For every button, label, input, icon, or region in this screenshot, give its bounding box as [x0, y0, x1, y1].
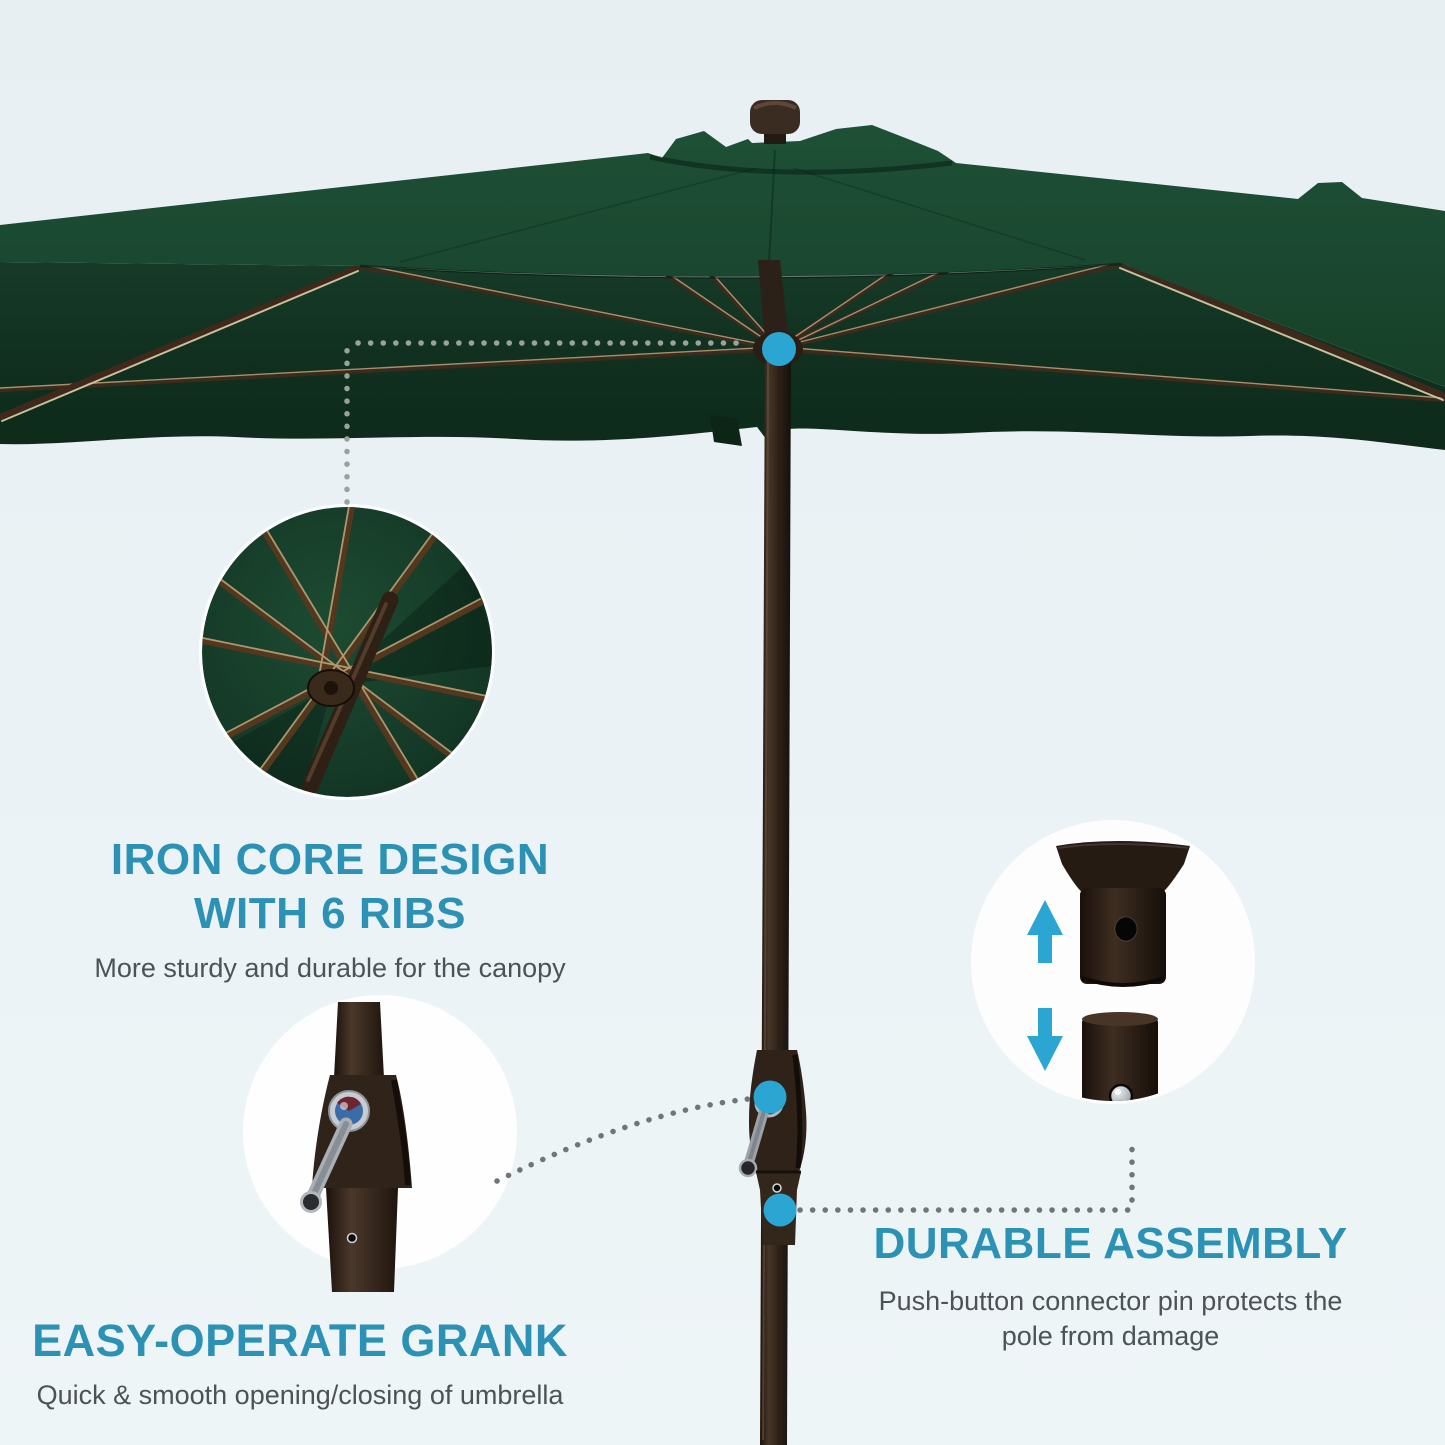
marker-dot-hub [762, 332, 796, 366]
canopy-panel-seam-right [792, 167, 1086, 261]
title-line: EASY-OPERATE GRANK [32, 1315, 568, 1366]
callout-title: IRON CORE DESIGN WITH 6 RIBS [45, 833, 615, 941]
callout-description: Push-button connector pin protects the p… [862, 1284, 1359, 1353]
down-arrow-icon [1027, 1008, 1063, 1071]
connector-pin-hole [1114, 916, 1138, 942]
description-line: Quick & smooth opening/closing of umbrel… [36, 1380, 564, 1411]
finial [750, 100, 800, 144]
umbrella-canopy [0, 100, 1445, 450]
callout-circle-connector [971, 820, 1255, 1104]
crank-knob [738, 1158, 758, 1178]
dotted-line-ribs-callout [344, 340, 749, 505]
marker-dot-crank [753, 1080, 787, 1114]
marker-dot-connector [763, 1193, 797, 1227]
crank-circle-screw [346, 1232, 358, 1244]
crank-circle-lower-tube [326, 1188, 398, 1292]
title-line: IRON CORE DESIGN [110, 835, 550, 884]
upper-pole-tube [758, 260, 790, 352]
callout-crank: EASY-OPERATE GRANK Quick & smooth openin… [10, 1313, 590, 1413]
description-line: More sturdy and durable for the canopy [94, 953, 566, 984]
joint-screw [772, 1183, 782, 1193]
callout-circle-ribs [199, 504, 495, 800]
canopy-top-surface [0, 125, 1445, 387]
callout-description: More sturdy and durable for the canopy [45, 951, 615, 986]
up-arrow-icon [1027, 900, 1063, 963]
title-line: WITH 6 RIBS [194, 889, 466, 939]
canopy-center-seam [768, 149, 776, 263]
crown-shadow [649, 154, 953, 175]
callout-title: DURABLE ASSEMBLY [862, 1217, 1359, 1271]
canopy-front-seam [359, 262, 1123, 279]
canopy-panel-seam-left [399, 167, 758, 263]
callout-description: Quick & smooth opening/closing of umbrel… [10, 1378, 590, 1413]
crank-circle-upper-tube [334, 1002, 384, 1078]
title-line: DURABLE ASSEMBLY [873, 1219, 1348, 1268]
connector-lower-tube [1082, 1016, 1158, 1101]
connector-flare [1056, 841, 1190, 894]
dotted-line-connector-callout [797, 1135, 1135, 1213]
description-line: pole from damage [1001, 1320, 1220, 1351]
callout-iron-core: IRON CORE DESIGN WITH 6 RIBS More sturdy… [45, 833, 615, 986]
dotted-line-crank-callout [494, 1096, 751, 1184]
umbrella-pole [738, 260, 807, 1445]
callout-assembly: DURABLE ASSEMBLY Push-button connector p… [862, 1217, 1359, 1353]
description-line: Push-button connector pin protects the [878, 1286, 1343, 1317]
pole-highlight [762, 359, 769, 1441]
crank-circle-knob [300, 1191, 322, 1213]
canopy-underside [0, 262, 1445, 450]
callout-circle-crank [243, 995, 517, 1292]
callout-title: EASY-OPERATE GRANK [10, 1313, 590, 1368]
canopy-fold-flap [710, 415, 742, 446]
